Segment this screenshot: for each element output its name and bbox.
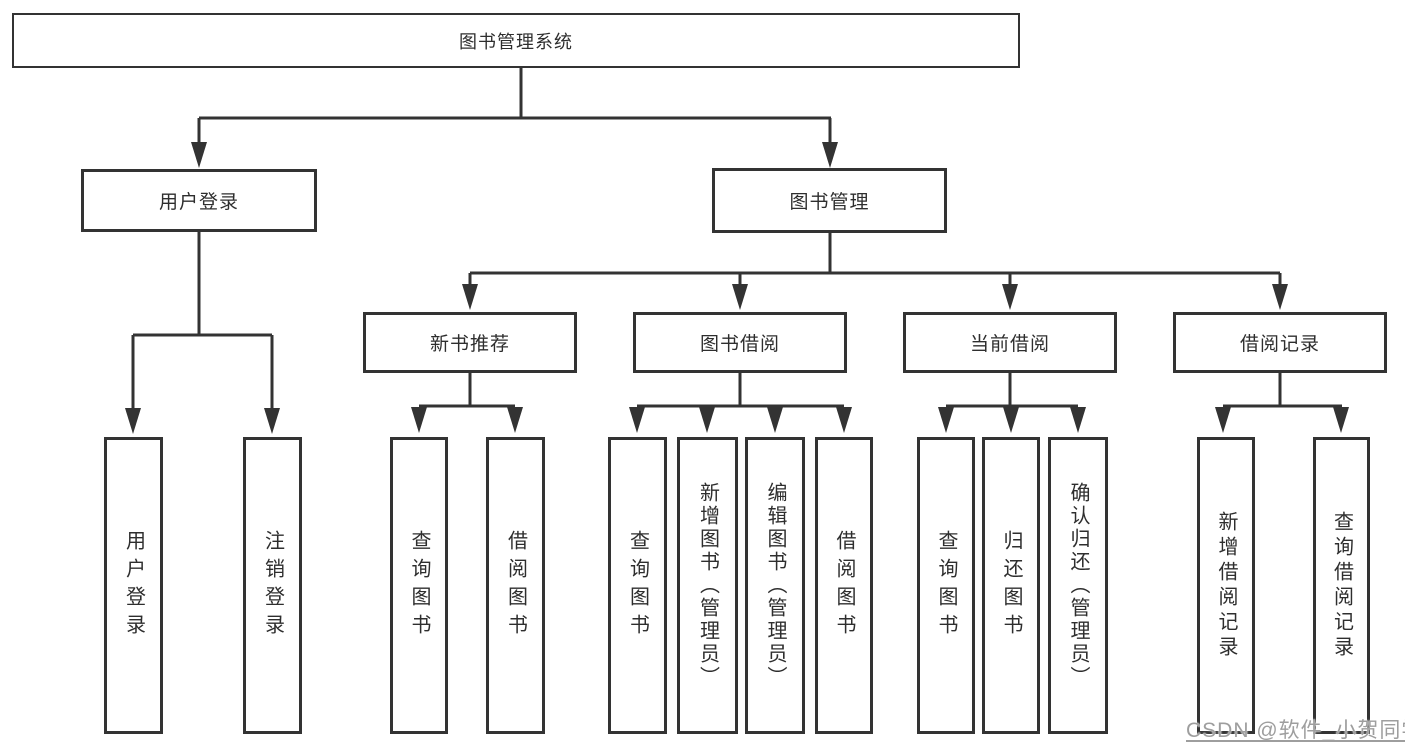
node-label: 新书推荐 [429,334,510,355]
connector-line [1278,273,1282,286]
leaf-add-borrow-record: 新增借阅记录 [1197,437,1255,734]
node-user-login: 用户登录 [81,169,317,232]
connector-line [1008,273,1012,286]
arrow-down-icon [462,284,478,310]
connector-line [468,373,472,406]
leaf-label: 用户登录 [122,529,145,642]
arrow-down-icon [507,407,523,433]
arrow-down-icon [822,142,838,168]
arrow-down-icon [938,407,954,433]
node-label: 图书借阅 [699,334,780,355]
arrow-down-icon [767,407,783,433]
arrow-down-icon [1272,284,1288,310]
arrow-down-icon [1002,284,1018,310]
connector-line [197,232,201,335]
arrow-down-icon [125,408,141,434]
leaf-query-books: 查询图书 [917,437,975,734]
node-current-borrowing: 当前借阅 [903,312,1117,373]
arrow-down-icon [191,142,207,168]
node-label: 图书管理系统 [459,31,573,52]
arrow-down-icon [732,284,748,310]
leaf-confirm-return-admin: 确认归还（管理员） [1048,437,1108,734]
leaf-label: 新增借阅记录 [1215,510,1237,661]
arrow-down-icon [629,407,645,433]
leaf-label: 查询借阅记录 [1330,510,1353,661]
connector-line [419,404,515,408]
leaf-label: 编辑图书（管理员） [764,482,786,689]
leaf-add-books-admin: 新增图书（管理员） [677,437,738,734]
connector-line [468,273,472,286]
connector-line [197,118,201,144]
node-book-management: 图书管理 [712,168,947,233]
connector-line [828,118,832,144]
node-library-management-system: 图书管理系统 [12,13,1020,68]
connector-line [738,373,742,406]
leaf-edit-books-admin: 编辑图书（管理员） [745,437,805,734]
connector-line [519,68,523,118]
node-label: 借阅记录 [1239,334,1320,355]
connector-line [470,271,1280,275]
connector-line [131,335,135,410]
arrow-down-icon [1003,407,1019,433]
node-book-borrowing: 图书借阅 [633,312,847,373]
node-label: 图书管理 [789,192,870,213]
leaf-borrow-books: 借阅图书 [486,437,545,734]
connector-line [199,116,831,120]
leaf-query-books: 查询图书 [608,437,667,734]
leaf-label: 借阅图书 [833,529,855,642]
connector-line [738,273,742,286]
leaf-query-borrow-record: 查询借阅记录 [1313,437,1370,734]
leaf-label: 新增图书（管理员） [696,482,719,689]
connector-line [946,404,1078,408]
leaf-label: 确认归还（管理员） [1067,482,1089,689]
arrow-down-icon [836,407,852,433]
arrow-down-icon [411,407,427,433]
node-new-book-recommend: 新书推荐 [363,312,577,373]
leaf-label: 借阅图书 [504,529,527,642]
leaf-label: 查询图书 [626,529,649,642]
connector-line [828,233,832,273]
leaf-label: 查询图书 [935,529,957,642]
arrow-down-icon [1215,407,1231,433]
leaf-user-login: 用户登录 [104,437,163,734]
leaf-query-books: 查询图书 [390,437,448,734]
node-label: 当前借阅 [969,334,1050,355]
node-label: 用户登录 [158,192,239,213]
csdn-watermark: CSDN @软件_小贺同学 [1186,719,1405,742]
connector-line [270,335,274,410]
arrow-down-icon [699,407,715,433]
leaf-logout: 注销登录 [243,437,302,734]
arrow-down-icon [264,408,280,434]
connector-line [133,333,272,337]
arrow-down-icon [1333,407,1349,433]
connector-line [1278,373,1282,406]
leaf-label: 查询图书 [408,529,430,642]
connector-line [637,404,844,408]
arrow-down-icon [1070,407,1086,433]
leaf-return-books: 归还图书 [982,437,1040,734]
connector-line [1223,404,1342,408]
leaf-borrow-books: 借阅图书 [815,437,873,734]
leaf-label: 归还图书 [1000,529,1022,642]
connector-line [1008,373,1012,406]
leaf-label: 注销登录 [261,529,284,642]
node-borrowing-records: 借阅记录 [1173,312,1387,373]
